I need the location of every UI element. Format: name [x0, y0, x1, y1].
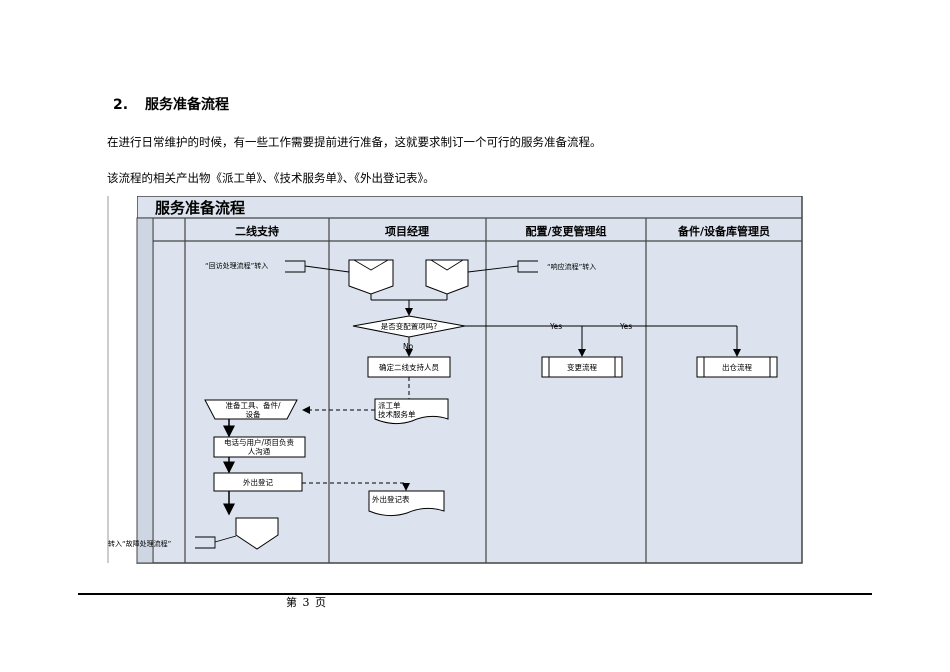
lane-config-change-group: 配置/变更管理组 [525, 224, 606, 238]
contact-line1: 电话与用户/项目负责 [224, 437, 295, 447]
dispatch-doc-line1: 派工单 [378, 400, 401, 410]
section-heading: 2. 服务准备流程 [113, 94, 229, 114]
deliverables-paragraph: 该流程的相关产出物《派工单》、《技术服务单》、《外出登记表》。 [107, 171, 435, 185]
contact-line2: 人沟通 [248, 446, 271, 456]
dispatch-doc-line2: 技术服务单 [378, 409, 416, 419]
contact-user-box [213, 436, 306, 458]
page-number: 第 3 页 [286, 596, 327, 609]
decision-label: 是否变配置项吗? [381, 321, 437, 331]
prepare-tools-shape [204, 399, 298, 420]
register-label: 外出登记 [243, 477, 273, 487]
to-fault-label: 转入“故障处理流程” [108, 539, 171, 548]
outbound-register-box [213, 472, 303, 492]
footer-rule [78, 593, 872, 595]
dispatch-document [374, 398, 449, 425]
service-prep-flowchart: 服务准备流程 二线支持 项目经理 配置/变更管理组 备件/设备库管理员 “回访处… [107, 196, 803, 564]
register-form-label: 外出登记表 [372, 494, 410, 504]
no-label: No [403, 342, 414, 351]
outstock-process-box [696, 356, 778, 378]
change-process-label: 变更流程 [567, 362, 597, 372]
assign-support-label: 确定二线支持人员 [379, 362, 439, 372]
yes-label-2: Yes [619, 322, 632, 331]
prepare-line1: 准备工具、备件/ [225, 400, 280, 410]
section-number: 2. [113, 97, 129, 113]
section-title: 服务准备流程 [145, 97, 229, 113]
in-response-label: “响应流程”转入 [547, 262, 596, 271]
lane-spares-warehouse-admin: 备件/设备库管理员 [677, 224, 770, 238]
lane-second-line-support: 二线支持 [235, 224, 279, 238]
outstock-process-label: 出仓流程 [722, 362, 752, 372]
flowchart-title: 服务准备流程 [155, 199, 245, 217]
yes-label-1: Yes [549, 322, 562, 331]
flowchart-frame [136, 196, 803, 564]
change-process-box [541, 356, 623, 378]
lane-project-manager: 项目经理 [385, 224, 429, 238]
offpage-connector-fault [235, 517, 279, 550]
prepare-line2: 设备 [246, 409, 261, 419]
in-visit-label: “回访处理流程”转入 [205, 261, 268, 270]
register-form-document [368, 490, 445, 517]
intro-paragraph: 在进行日常维护的时候，有一些工作需要提前进行准备，这就要求制订一个可行的服务准备… [107, 135, 602, 149]
offpage-connector-left [348, 259, 394, 295]
offpage-connector-right [425, 259, 469, 295]
